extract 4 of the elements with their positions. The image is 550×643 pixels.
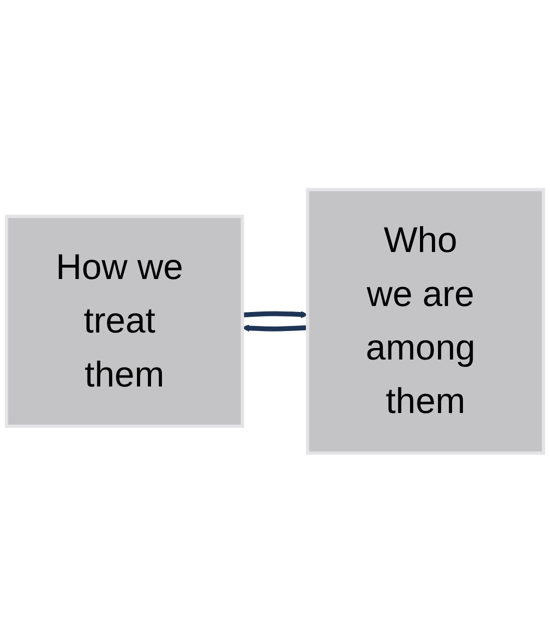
node-box: How we treat them [4, 214, 244, 428]
arrow [242, 311, 308, 318]
node-box: Who we are among them [306, 188, 546, 455]
arrow [242, 324, 308, 332]
